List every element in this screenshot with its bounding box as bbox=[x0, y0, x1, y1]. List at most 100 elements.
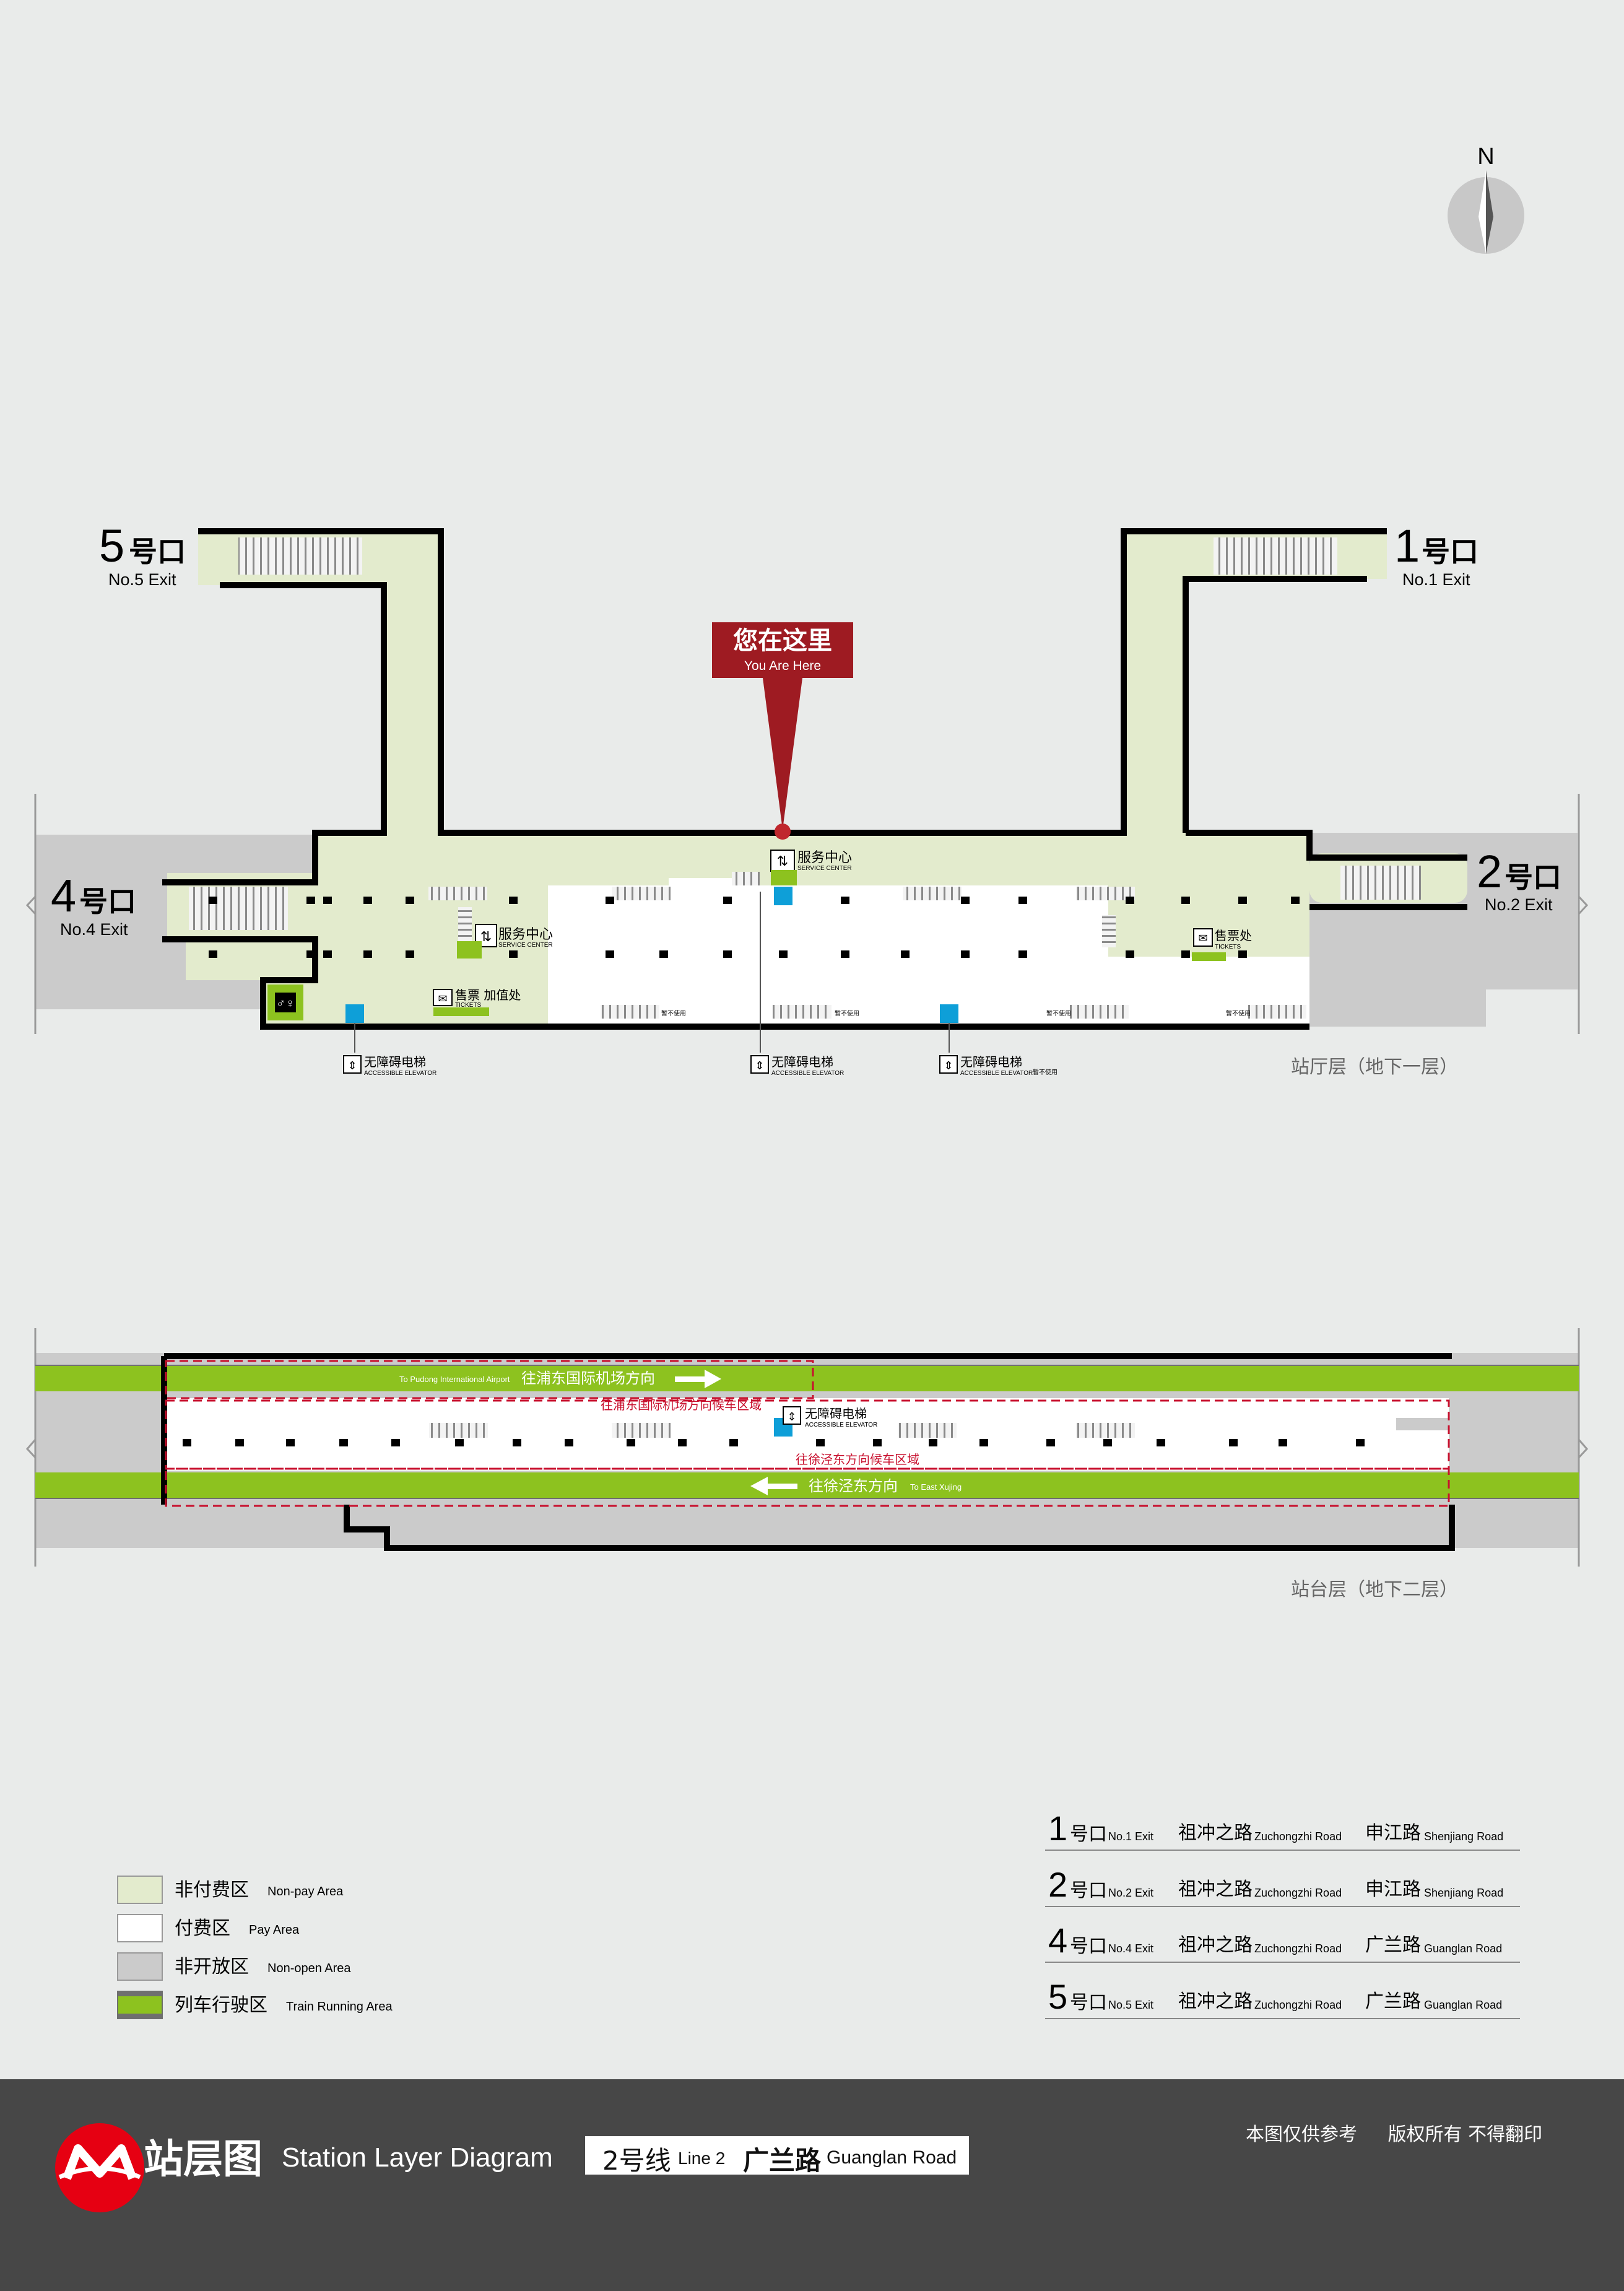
tickets-right: ✉ 售票处 TICKETS bbox=[1193, 928, 1252, 950]
tickets-left-label: 售票 加值处 bbox=[455, 988, 521, 1002]
svg-text:⇕: ⇕ bbox=[944, 1059, 953, 1072]
svg-text:号口: 号口 bbox=[1070, 1824, 1107, 1845]
svg-text:Shenjiang Road: Shenjiang Road bbox=[1424, 1887, 1503, 1899]
svg-text:No.4 Exit: No.4 Exit bbox=[1108, 1942, 1153, 1955]
direction-xujing: 往徐泾东方向 To East Xujing bbox=[750, 1477, 962, 1495]
svg-text:⇕: ⇕ bbox=[755, 1059, 764, 1072]
svg-text:2: 2 bbox=[1477, 846, 1502, 897]
svg-text:列车行驶区: 列车行驶区 bbox=[175, 1994, 267, 2016]
columns-platform bbox=[183, 1439, 1365, 1446]
exit-table: 1 号口 No.1 Exit 祖冲之路 Zuchongzhi Road 申江路 … bbox=[1045, 1809, 1520, 2019]
waiting-zone-airport bbox=[165, 1360, 814, 1399]
legend: 非付费区 Non-pay Area 付费区 Pay Area 非开放区 Non-… bbox=[117, 1876, 393, 2019]
footer-title-cn: 站层图 bbox=[144, 2137, 263, 2183]
svg-text:号口: 号口 bbox=[129, 535, 186, 568]
svg-text:无障碍电梯: 无障碍电梯 bbox=[771, 1054, 833, 1069]
svg-text:5: 5 bbox=[99, 520, 124, 572]
suspended-label: 暂不使用 bbox=[835, 1009, 859, 1017]
legend-item-pay: 付费区 Pay Area bbox=[117, 1914, 300, 1942]
suspended-label: 暂不使用 bbox=[661, 1009, 686, 1017]
svg-text:号口: 号口 bbox=[1070, 1880, 1107, 1902]
line-station-box: 2号线 Line 2 广兰路 Guanglan Road bbox=[585, 2136, 969, 2176]
footer-bar: 站层图 Station Layer Diagram 2号线 Line 2 广兰路… bbox=[0, 2079, 1624, 2291]
svg-text:付费区: 付费区 bbox=[175, 1918, 230, 1939]
svg-text:Shenjiang Road: Shenjiang Road bbox=[1424, 1830, 1503, 1843]
svg-text:ACCESSIBLE ELEVATOR: ACCESSIBLE ELEVATOR bbox=[805, 1422, 877, 1428]
service-center-left-label: 服务中心 bbox=[498, 927, 553, 942]
svg-text:ACCESSIBLE ELEVATOR: ACCESSIBLE ELEVATOR bbox=[960, 1070, 1033, 1077]
svg-text:广兰路: 广兰路 bbox=[1365, 1991, 1421, 2012]
escalator-exit5 bbox=[238, 537, 362, 575]
compass-label: N bbox=[1477, 144, 1494, 170]
platform-floor bbox=[164, 1398, 1449, 1471]
svg-text:广兰路: 广兰路 bbox=[1365, 1934, 1421, 1956]
svg-text:Non-open Area: Non-open Area bbox=[267, 1962, 351, 1975]
disclaimer: 本图仅供参考 版权所有 不得翻印 bbox=[1246, 2119, 1542, 2146]
svg-text:ACCESSIBLE ELEVATOR: ACCESSIBLE ELEVATOR bbox=[771, 1070, 844, 1077]
svg-text:无障碍电梯: 无障碍电梯 bbox=[960, 1054, 1022, 1069]
service-center-top: ⇅ 服务中心 SERVICE CENTER bbox=[770, 850, 852, 885]
waiting-zone-xujing bbox=[165, 1467, 1450, 1507]
platform-level: ⇕ 无障碍电梯 ACCESSIBLE ELEVATOR To Pudong In… bbox=[25, 1328, 1589, 1601]
elevator-label-center: ⇕ 无障碍电梯 ACCESSIBLE ELEVATOR bbox=[750, 1054, 844, 1077]
disclaimer-copyright: 版权所有 不得翻印 bbox=[1387, 2124, 1543, 2145]
svg-text:申江路: 申江路 bbox=[1365, 1822, 1421, 1844]
legend-item-nonopen: 非开放区 Non-open Area bbox=[117, 1952, 351, 1981]
track-south bbox=[35, 1472, 1579, 1498]
svg-text:无障碍电梯: 无障碍电梯 bbox=[805, 1406, 867, 1421]
svg-text:ACCESSIBLE ELEVATOR: ACCESSIBLE ELEVATOR bbox=[364, 1070, 436, 1077]
exit-table-row: 4 号口 No.4 Exit 祖冲之路 Zuchongzhi Road 广兰路 … bbox=[1045, 1921, 1520, 1963]
tickets-left-en: TICKETS bbox=[455, 1002, 482, 1009]
you-are-here-en: You Are Here bbox=[744, 659, 821, 673]
exit-table-row: 2 号口 No.2 Exit 祖冲之路 Zuchongzhi Road 申江路 … bbox=[1045, 1865, 1520, 1907]
svg-text:4: 4 bbox=[51, 870, 76, 921]
svg-text:Zuchongzhi Road: Zuchongzhi Road bbox=[1254, 1830, 1342, 1843]
svg-text:♂♀: ♂♀ bbox=[276, 997, 295, 1011]
you-are-here-cn: 您在这里 bbox=[733, 627, 832, 655]
svg-text:Guanglan Road: Guanglan Road bbox=[1424, 1942, 1502, 1955]
svg-text:No.1 Exit: No.1 Exit bbox=[1108, 1830, 1153, 1843]
service-center-left-en: SERVICE CENTER bbox=[498, 942, 553, 949]
to-airport-en: To Pudong International Airport bbox=[399, 1375, 510, 1384]
direction-airport: To Pudong International Airport 往浦东国际机场方… bbox=[399, 1370, 721, 1388]
exit-table-row: 1 号口 No.1 Exit 祖冲之路 Zuchongzhi Road 申江路 … bbox=[1045, 1809, 1520, 1851]
pay-area bbox=[548, 878, 1309, 1025]
tickets-right-en: TICKETS bbox=[1215, 944, 1241, 950]
svg-text:Pay Area: Pay Area bbox=[249, 1923, 300, 1937]
escalator-exit4 bbox=[189, 887, 288, 930]
svg-text:申江路: 申江路 bbox=[1365, 1879, 1421, 1900]
platform-level-label: 站台层（地下二层） bbox=[1291, 1579, 1458, 1601]
tickets-left: ✉ 售票 加值处 TICKETS bbox=[433, 988, 521, 1009]
svg-text:无障碍电梯: 无障碍电梯 bbox=[364, 1054, 426, 1069]
svg-text:Zuchongzhi Road: Zuchongzhi Road bbox=[1254, 1887, 1342, 1899]
service-center-left: ⇅ 服务中心 SERVICE CENTER bbox=[457, 924, 553, 959]
exit-table-row: 5 号口 No.5 Exit 祖冲之路 Zuchongzhi Road 广兰路 … bbox=[1045, 1977, 1520, 2019]
svg-text:Zuchongzhi Road: Zuchongzhi Road bbox=[1254, 1942, 1342, 1955]
suspended-label: 暂不使用 bbox=[1046, 1009, 1071, 1017]
to-airport-cn: 往浦东国际机场方向 bbox=[521, 1370, 655, 1387]
legend-item-nonpay: 非付费区 Non-pay Area bbox=[117, 1876, 344, 1904]
station-name-cn: 广兰路 bbox=[743, 2145, 822, 2176]
north-compass: N bbox=[1448, 144, 1524, 254]
svg-text:非付费区: 非付费区 bbox=[175, 1879, 249, 1901]
line-name-en: Line 2 bbox=[678, 2149, 726, 2168]
escalator-exit1 bbox=[1214, 537, 1337, 575]
elevator-marker-center bbox=[774, 887, 792, 905]
map-canvas: N bbox=[25, 144, 1589, 2019]
suspended-label: 暂不使用 bbox=[1033, 1068, 1057, 1076]
disclaimer-reference: 本图仅供参考 bbox=[1246, 2124, 1357, 2145]
svg-text:Zuchongzhi Road: Zuchongzhi Road bbox=[1254, 1999, 1342, 2011]
station-name-en: Guanglan Road bbox=[827, 2147, 957, 2168]
line-name-cn: 2号线 bbox=[602, 2145, 671, 2176]
svg-text:No.1 Exit: No.1 Exit bbox=[1402, 570, 1470, 589]
svg-text:No.5 Exit: No.5 Exit bbox=[108, 570, 176, 589]
svg-text:祖冲之路: 祖冲之路 bbox=[1178, 1991, 1253, 2012]
suspended-label: 暂不使用 bbox=[1226, 1009, 1251, 1017]
tickets-right-label: 售票处 bbox=[1215, 928, 1252, 943]
exit-label-1: 1 号口 No.1 Exit bbox=[1394, 520, 1479, 589]
svg-text:⇕: ⇕ bbox=[347, 1059, 357, 1072]
svg-text:号口: 号口 bbox=[1070, 1936, 1107, 1957]
escalator-exit2 bbox=[1340, 866, 1421, 900]
svg-text:1: 1 bbox=[1048, 1809, 1067, 1848]
